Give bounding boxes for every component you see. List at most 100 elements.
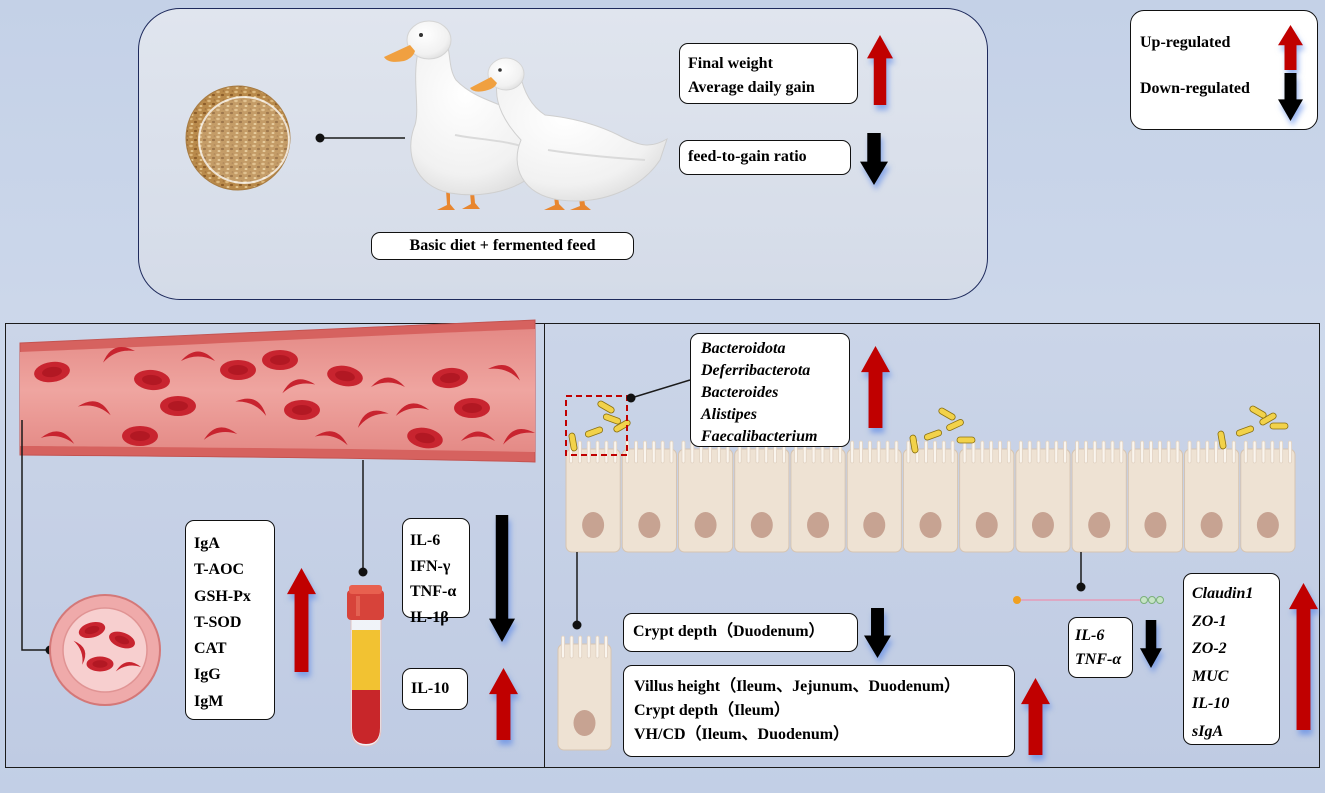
morphology-item: VH/CD（Ileum、Duodenum） — [634, 726, 850, 743]
microvillus — [1214, 440, 1218, 464]
red-blood-cell — [122, 426, 158, 446]
barrier-item: ZO-2 — [1192, 640, 1227, 657]
microvillus — [1157, 440, 1162, 464]
microbiota-up-arrow-icon — [861, 346, 890, 428]
microbiota-item: Faecalibacterium — [701, 428, 818, 445]
red-blood-cell — [220, 360, 256, 380]
epithelial-cell — [790, 440, 846, 553]
cell-nucleus — [1144, 512, 1167, 538]
microbiota-box: Bacteroidota Deferribacterota Bacteroide… — [690, 333, 850, 447]
microbiota-item: Bacteroides — [701, 384, 779, 401]
arrow-shape — [1278, 73, 1303, 121]
microvillus — [595, 635, 600, 659]
red-blood-cell — [34, 361, 70, 383]
microvillus — [1279, 440, 1284, 464]
microvillus — [1187, 440, 1192, 464]
arrow-shape — [861, 346, 890, 428]
cytokine-item: IL-6 — [410, 532, 441, 549]
arrow-shape — [489, 668, 518, 740]
cell-nucleus — [750, 512, 773, 538]
vessel-cross-section — [49, 594, 161, 706]
epithelial-cell — [1071, 440, 1127, 553]
microvillus — [850, 440, 855, 464]
epithelial-cell — [677, 440, 734, 553]
microvillus — [1084, 440, 1088, 464]
single-epithelial-cell — [557, 635, 612, 751]
red-blood-cell — [407, 427, 443, 449]
blood-vessel — [19, 319, 536, 463]
microbiota-item: Alistipes — [701, 406, 758, 423]
local-cytokine-box: IL-6 TNF-α — [1068, 617, 1133, 678]
blood-sample-tube — [347, 585, 384, 747]
bacterium — [597, 400, 615, 414]
red-blood-cell — [181, 351, 215, 361]
cell-nucleus — [582, 512, 605, 538]
legend-down-arrow-icon — [1278, 73, 1303, 121]
barrier-up-arrow-icon — [1289, 583, 1318, 730]
bacterium — [602, 413, 622, 425]
epithelial-cell — [734, 440, 790, 553]
barrier-item: sIgA — [1192, 722, 1224, 740]
red-blood-cell — [77, 401, 111, 416]
growth-box: Final weight Average daily gain — [679, 43, 858, 104]
cytokine-item: TNF-α — [1075, 651, 1122, 668]
arrow-shape — [860, 133, 888, 185]
red-blood-cell — [282, 379, 316, 394]
microvillus — [1270, 440, 1275, 464]
legend-up-arrow-icon — [1278, 25, 1303, 70]
microvillus — [1196, 440, 1201, 464]
microvillus — [660, 440, 665, 464]
red-blood-cell — [86, 656, 114, 672]
red-blood-cell — [134, 369, 170, 391]
bacterium — [938, 407, 956, 421]
bacterium — [1259, 412, 1277, 426]
bacterium — [956, 436, 976, 444]
red-blood-cell — [103, 346, 136, 363]
microvillus — [894, 440, 899, 464]
cell-nucleus — [975, 512, 998, 538]
red-blood-cell — [78, 621, 106, 639]
ratio-box: feed-to-gain ratio — [679, 140, 851, 175]
cytokine-item: IFN-γ — [410, 557, 451, 575]
red-blood-cell — [395, 403, 430, 416]
arrow-shape — [489, 515, 515, 642]
connector-dot — [626, 393, 636, 403]
microvillus — [1063, 440, 1067, 464]
microvillus — [1175, 440, 1180, 464]
morphology-item: Crypt depth（Ileum） — [634, 702, 791, 719]
epithelial-cell — [1240, 440, 1296, 553]
microvillus — [625, 440, 630, 464]
red-blood-cell — [314, 431, 348, 446]
legend-up-label: Up-regulated — [1140, 34, 1231, 51]
microvillus — [586, 440, 591, 464]
bacterium — [568, 432, 578, 452]
red-blood-cell — [461, 431, 495, 441]
microvillus — [1054, 440, 1059, 464]
connector-dot — [315, 133, 325, 143]
duck-illustration — [384, 20, 668, 210]
morphology-box: Villus height（Ileum、Jejunum、Duodenum） Cr… — [623, 665, 1015, 757]
microvillus — [867, 440, 872, 464]
epithelial-cell — [1184, 440, 1240, 553]
bacterium — [946, 419, 964, 431]
bacterium — [613, 419, 631, 433]
red-blood-cell — [203, 427, 238, 440]
arrow-shape — [1021, 678, 1050, 755]
microvillus — [962, 440, 967, 464]
connector-line — [21, 420, 50, 651]
duck-right — [470, 57, 668, 210]
microvillus — [1119, 440, 1124, 464]
red-blood-cell — [357, 410, 389, 428]
red-blood-cell — [40, 431, 75, 444]
cell-nucleus — [1088, 512, 1111, 538]
cell-nucleus — [919, 512, 942, 538]
duck-left — [384, 20, 548, 210]
barrier-item: Claudin1 — [1192, 585, 1254, 602]
microvillus — [1018, 440, 1023, 464]
antioxidant-immune-box: IgA T-AOC GSH-Px T-SOD CAT IgG IgM — [185, 520, 275, 720]
microvillus — [989, 440, 994, 464]
serum-item: GSH-Px — [194, 587, 251, 605]
proinflammatory-box: IL-6 IFN-γ TNF-α IL-1β — [402, 518, 470, 626]
growth-item: Final weight — [688, 55, 773, 72]
bacterium — [1235, 425, 1255, 437]
